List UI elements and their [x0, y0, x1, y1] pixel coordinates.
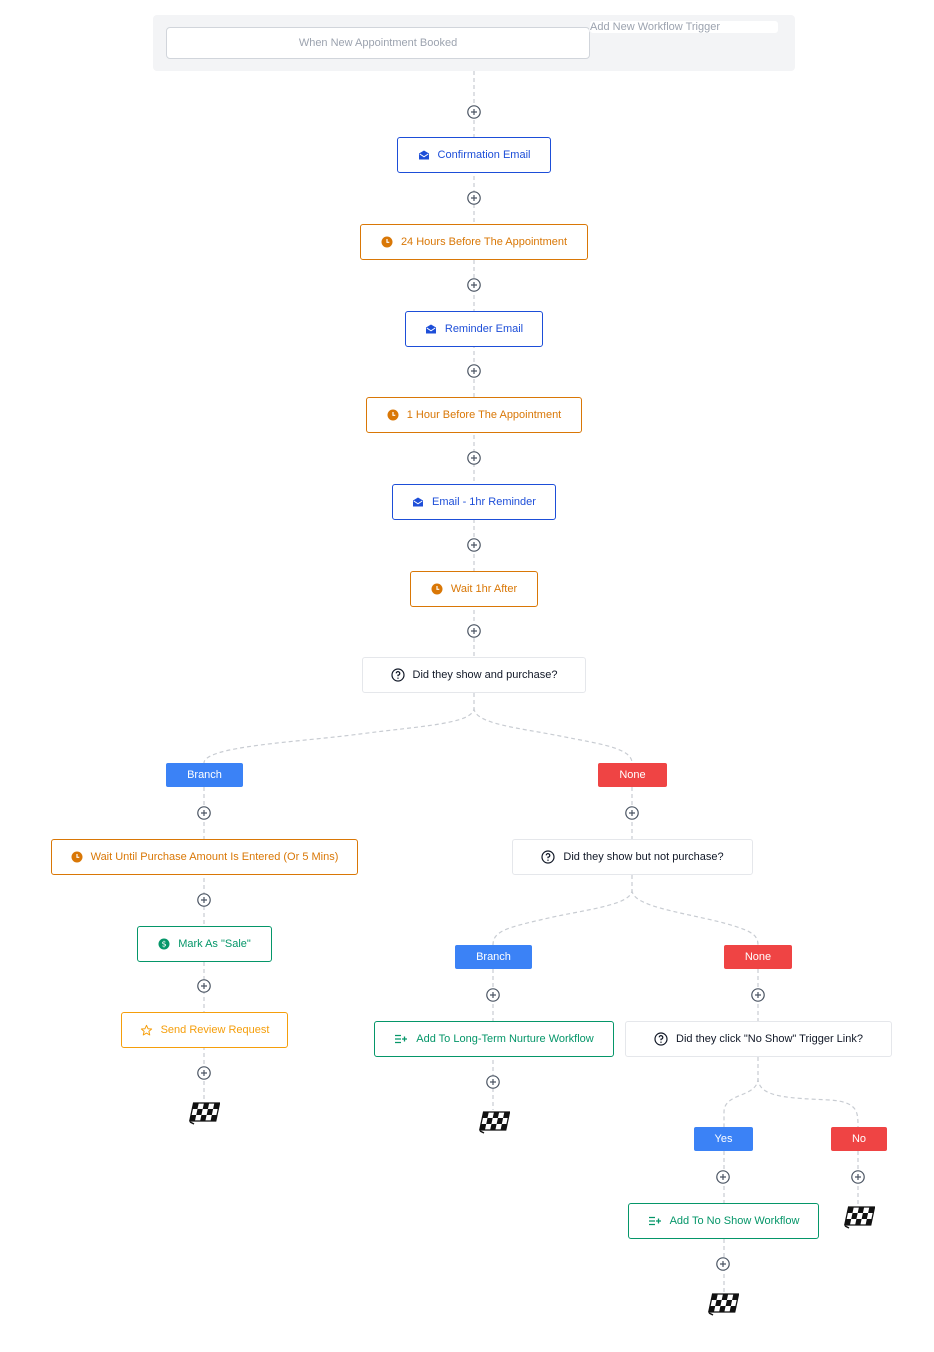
svg-text:$: $ [162, 940, 167, 949]
connector-split-2-right [631, 889, 759, 946]
condition-show-no-purchase[interactable]: Did they show but not purchase? [512, 839, 753, 875]
node-label: Confirmation Email [437, 149, 531, 161]
add-step-icon[interactable] [467, 451, 481, 465]
node-label: Did they show but not purchase? [563, 851, 724, 863]
dollar-icon: $ [158, 938, 170, 950]
node-label: Did they click "No Show" Trigger Link? [676, 1033, 863, 1045]
add-step-icon[interactable] [467, 105, 481, 119]
branch-pill-show-no-purchase[interactable]: Branch [455, 945, 532, 969]
node-label: 24 Hours Before The Appointment [400, 236, 568, 248]
node-label: Wait 1hr After [450, 583, 518, 595]
connector-split-right [473, 707, 633, 764]
node-label: Wait Until Purchase Amount Is Entered (O… [90, 851, 339, 863]
node-label: Add To No Show Workflow [669, 1215, 800, 1227]
add-step-icon[interactable] [751, 988, 765, 1002]
add-step-icon[interactable] [467, 191, 481, 205]
condition-no-show-link[interactable]: Did they click "No Show" Trigger Link? [625, 1021, 892, 1057]
add-step-icon[interactable] [716, 1257, 730, 1271]
envelope-icon [418, 149, 430, 161]
action-add-to-no-show-workflow[interactable]: Add To No Show Workflow [628, 1203, 819, 1239]
envelope-icon [425, 323, 437, 335]
add-step-icon[interactable] [486, 988, 500, 1002]
wait-24-hours-before[interactable]: 24 Hours Before The Appointment [360, 224, 588, 260]
question-circle-icon [390, 668, 405, 682]
node-label: Reminder Email [444, 323, 524, 335]
yes-pill[interactable]: Yes [694, 1127, 753, 1151]
clock-icon [387, 409, 399, 421]
star-icon [140, 1024, 153, 1037]
wait-1-hour-before[interactable]: 1 Hour Before The Appointment [366, 397, 582, 433]
add-step-icon[interactable] [486, 1075, 500, 1089]
clock-icon [381, 236, 393, 248]
add-step-icon[interactable] [197, 806, 211, 820]
connector-split-2-left [492, 875, 633, 946]
connector-split-3-right [757, 1077, 859, 1128]
node-label: Send Review Request [160, 1024, 270, 1036]
add-new-trigger-button[interactable]: Add New Workflow Trigger [589, 20, 779, 34]
no-pill[interactable]: No [831, 1127, 887, 1151]
branch-pill-show-purchase[interactable]: Branch [166, 763, 243, 787]
add-step-icon[interactable] [197, 893, 211, 907]
trigger-when-new-appointment-booked[interactable]: When New Appointment Booked [166, 27, 590, 59]
action-email-1hr-reminder[interactable]: Email - 1hr Reminder [392, 484, 556, 520]
action-confirmation-email[interactable]: Confirmation Email [397, 137, 551, 173]
none-pill-show-no-purchase[interactable]: None [724, 945, 792, 969]
add-step-icon[interactable] [197, 1066, 211, 1080]
list-plus-icon [648, 1215, 662, 1227]
add-step-icon[interactable] [197, 979, 211, 993]
node-label: Email - 1hr Reminder [432, 496, 536, 508]
add-step-icon[interactable] [467, 364, 481, 378]
wait-1hr-after[interactable]: Wait 1hr After [410, 571, 538, 607]
add-step-icon[interactable] [467, 538, 481, 552]
clock-icon [431, 583, 443, 595]
question-circle-icon [541, 850, 555, 864]
action-mark-as-sale[interactable]: $ Mark As "Sale" [137, 926, 272, 962]
trigger-bar: When New Appointment Booked Add New Work… [153, 15, 795, 71]
node-label: 1 Hour Before The Appointment [406, 409, 562, 421]
none-pill-show-purchase[interactable]: None [598, 763, 667, 787]
envelope-icon [412, 496, 424, 508]
add-step-icon[interactable] [851, 1170, 865, 1184]
finish-flag-icon [707, 1293, 739, 1316]
node-label: Mark As "Sale" [178, 938, 251, 950]
node-label: Did they show and purchase? [412, 669, 558, 681]
add-step-icon[interactable] [716, 1170, 730, 1184]
finish-flag-icon [478, 1111, 510, 1134]
action-send-review-request[interactable]: Send Review Request [121, 1012, 288, 1048]
finish-flag-icon [188, 1102, 220, 1125]
question-circle-icon [654, 1032, 668, 1046]
wait-until-purchase-amount[interactable]: Wait Until Purchase Amount Is Entered (O… [51, 839, 358, 875]
connector-split-left [203, 693, 475, 764]
add-step-icon[interactable] [467, 624, 481, 638]
add-step-icon[interactable] [625, 806, 639, 820]
action-reminder-email[interactable]: Reminder Email [405, 311, 543, 347]
list-plus-icon [394, 1033, 408, 1045]
add-step-icon[interactable] [467, 278, 481, 292]
node-label: Add To Long-Term Nurture Workflow [416, 1033, 594, 1045]
connector-split-3-left [723, 1057, 759, 1127]
clock-icon [71, 851, 83, 863]
condition-show-and-purchase[interactable]: Did they show and purchase? [362, 657, 586, 693]
finish-flag-icon [843, 1206, 875, 1229]
action-add-to-nurture-workflow[interactable]: Add To Long-Term Nurture Workflow [374, 1021, 614, 1057]
